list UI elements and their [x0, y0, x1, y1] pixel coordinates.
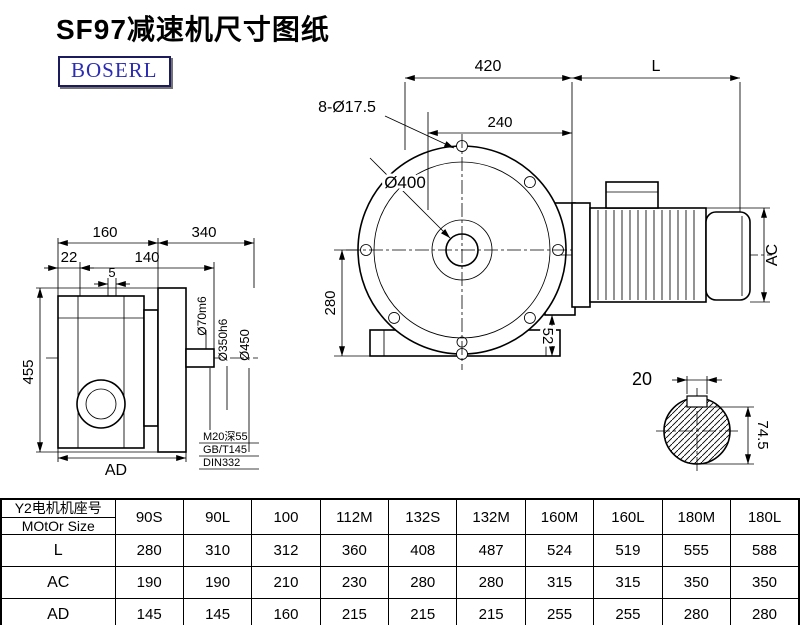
dim-dia350-label: Ø350h6: [216, 318, 230, 361]
table-cell: 190: [114, 566, 184, 599]
table-cell: 280: [730, 598, 800, 625]
table-cell: 190: [182, 566, 253, 599]
dim-dia70-label: Ø70m6: [195, 296, 209, 336]
dim-20-label: 20: [632, 369, 652, 389]
table-row-AD: AD 145 145 160 215 215 215 255 255 280 2…: [0, 598, 800, 625]
table-cell: 312: [251, 534, 321, 567]
table-cell: 588: [730, 534, 800, 567]
table-cell: 145: [114, 598, 184, 625]
dim-420-label: 420: [475, 58, 502, 75]
row-label: AD: [0, 598, 116, 625]
table-header-cell: 90L: [182, 498, 253, 535]
table-cell: 210: [251, 566, 321, 599]
brand-logo: BOSERL: [58, 56, 171, 87]
table-cell: 280: [114, 534, 184, 567]
table-header-cell: 90S: [114, 498, 184, 535]
dim-455-label: 455: [20, 359, 37, 384]
table-header-cell: 132M: [456, 498, 526, 535]
dim-140-label: 140: [134, 249, 159, 266]
note-gb-standard: GB/T145: [203, 444, 247, 456]
note-thread: M20深55: [203, 430, 248, 443]
table-cell: 487: [456, 534, 526, 567]
table-cell: 215: [456, 598, 526, 625]
note-din-standard: DIN332: [203, 457, 240, 469]
table-cell: 360: [319, 534, 390, 567]
table-cell: 255: [524, 598, 595, 625]
dim-280-label: 280: [322, 290, 339, 315]
table-header-row: Y2电机机座号 MOtOr Size 90S 90L 100 112M 132S…: [0, 498, 800, 535]
fan-cover: [705, 211, 751, 301]
table-cell: 555: [661, 534, 732, 567]
table-header-cell: 132S: [388, 498, 458, 535]
table-header-title-cell: Y2电机机座号 MOtOr Size: [0, 498, 116, 535]
dim-AC-label: AC: [764, 244, 781, 266]
table-header-cell: 180L: [730, 498, 800, 535]
dim-AD-label: AD: [105, 462, 127, 479]
terminal-box: [605, 181, 659, 209]
table-cell: 145: [182, 598, 253, 625]
table-cell: 280: [388, 566, 458, 599]
shaft-end-notes: M20深55 GB/T145 DIN332: [199, 430, 259, 470]
page-title: SF97减速机尺寸图纸: [56, 14, 330, 45]
technical-drawing: 160 340 22 140 5 455 AD: [20, 58, 781, 479]
keyway: [686, 395, 708, 408]
table-cell: 315: [524, 566, 595, 599]
table-header-cell: 100: [251, 498, 321, 535]
table-cell: 230: [319, 566, 390, 599]
side-view: 160 340 22 140 5 455 AD: [20, 82, 406, 479]
dim-745-label: 74.5: [754, 420, 771, 449]
dim-5-label: 5: [108, 265, 115, 280]
table-cell: 350: [661, 566, 732, 599]
table-cell: 255: [593, 598, 663, 625]
table-header-cell: 160M: [524, 498, 595, 535]
table-cell: 215: [319, 598, 390, 625]
table-cell: 280: [661, 598, 732, 625]
motor-view: AC: [560, 181, 781, 308]
table-cell: 160: [251, 598, 321, 625]
motor-size-table: Y2电机机座号 MOtOr Size 90S 90L 100 112M 132S…: [0, 498, 800, 625]
table-header-cell: 160L: [593, 498, 663, 535]
table-cell: 519: [593, 534, 663, 567]
table-row-L: L 280 310 312 360 408 487 524 519 555 58…: [0, 534, 800, 567]
table-row-AC: AC 190 190 210 230 280 280 315 315 350 3…: [0, 566, 800, 599]
table-header-cell: 112M: [319, 498, 390, 535]
dim-160-label: 160: [92, 224, 117, 241]
motor-cooling-fins: [597, 210, 695, 300]
table-cell: 524: [524, 534, 595, 567]
dim-240-label: 240: [487, 114, 512, 131]
dim-22-label: 22: [61, 249, 78, 266]
table-cell: 350: [730, 566, 800, 599]
table-cell: 280: [456, 566, 526, 599]
table-cell: 408: [388, 534, 458, 567]
header-en-label: MOtOr Size: [21, 518, 95, 534]
dim-340-label: 340: [191, 224, 216, 241]
table-cell: 315: [593, 566, 663, 599]
table-cell: 215: [388, 598, 458, 625]
row-label: AC: [0, 566, 116, 599]
dim-holes-label: 8-Ø17.5: [318, 99, 376, 116]
dim-dia400-label: Ø400: [384, 173, 426, 192]
shaft-section-circle: [663, 397, 731, 465]
front-view: Ø400 8-Ø17.5 420 L 240 280 52: [315, 58, 741, 370]
table-cell: 310: [182, 534, 253, 567]
header-cn-label: Y2电机机座号: [2, 500, 115, 518]
shaft-section-view: 20 74.5: [632, 369, 771, 474]
dim-dia450-label: Ø450: [237, 329, 252, 361]
dim-L-label: L: [652, 58, 661, 75]
row-label: L: [0, 534, 116, 567]
table-header-cell: 180M: [661, 498, 732, 535]
dim-52-label: 52: [539, 328, 556, 345]
